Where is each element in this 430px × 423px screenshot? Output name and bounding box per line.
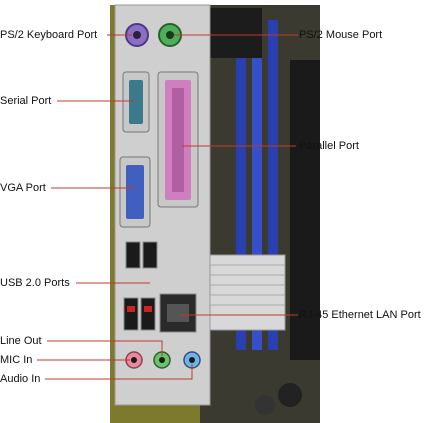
capacitor	[255, 395, 275, 415]
audio-in-label: Audio In	[0, 373, 41, 385]
vga-port-label: VGA Port	[0, 182, 46, 194]
rj45-port-label: RJ-45 Ethernet LAN Port	[299, 309, 421, 321]
ps2-mouse-port-label: PS/2 Mouse Port	[299, 29, 383, 41]
leader-lines	[37, 34, 298, 380]
ps2-keyboard-port-label: PS/2 Keyboard Port	[0, 29, 98, 41]
mic-in-label: MIC In	[0, 354, 33, 366]
usb-port	[123, 297, 139, 331]
usb-ports-label: USB 2.0 Ports	[0, 277, 70, 289]
usb-port	[140, 297, 156, 331]
leader-audio-in	[45, 364, 193, 380]
heatsink	[204, 254, 286, 331]
memory-slot	[236, 20, 246, 350]
usb-port	[142, 241, 158, 269]
cpu-socket-area	[290, 60, 320, 360]
memory-slot	[268, 20, 278, 350]
usb-port	[125, 241, 141, 269]
parallel-port-label: Parallel Port	[299, 140, 359, 152]
capacitor	[278, 383, 302, 407]
leader-line-out	[47, 340, 163, 356]
serial-port-label: Serial Port	[0, 95, 52, 107]
line-out-label: Line Out	[0, 335, 42, 347]
memory-slot	[252, 20, 262, 350]
